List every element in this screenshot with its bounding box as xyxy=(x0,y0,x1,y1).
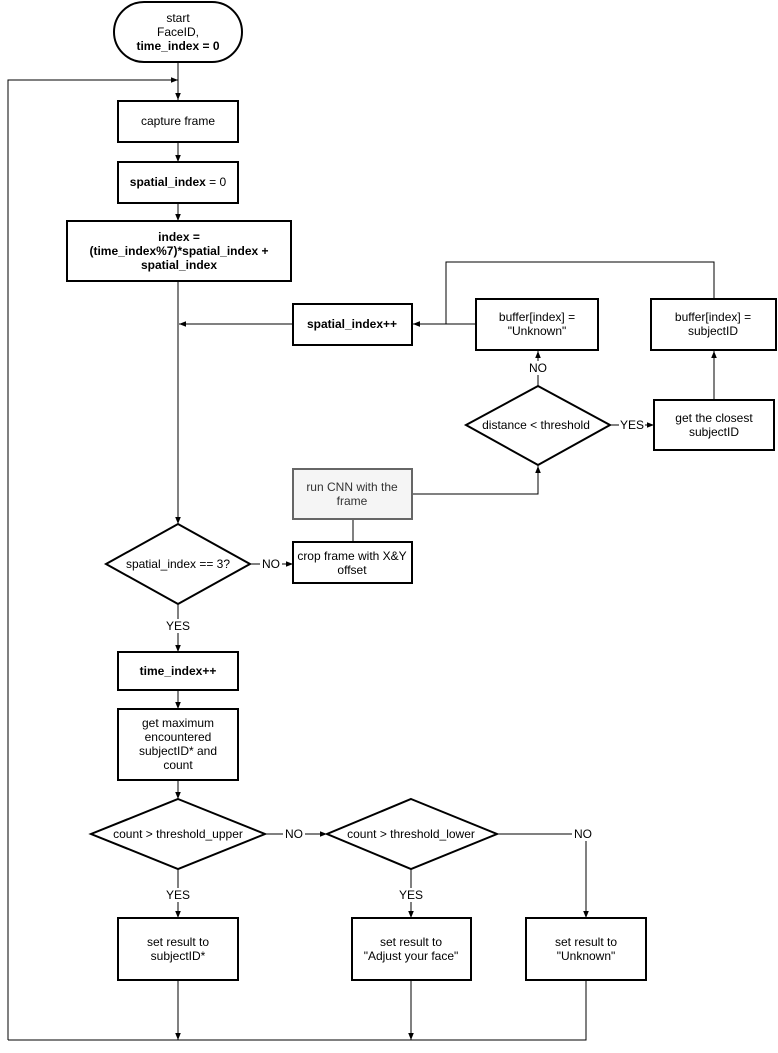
node-text-line: subjectID xyxy=(688,324,738,338)
node-text-line: subjectID* xyxy=(151,949,206,963)
node-text-line: get maximum xyxy=(142,716,214,730)
buffer-subject-text: buffer[index] =subjectID xyxy=(675,310,751,338)
node-text-line: count xyxy=(163,758,193,772)
edge-label-upper-yes-text: YES xyxy=(166,888,190,902)
index-calc-node: index =(time_index%7)*spatial_index +spa… xyxy=(66,220,292,282)
node-text-line: count > threshold_upper xyxy=(113,827,243,841)
spatial-check-decision-node: spatial_index == 3? xyxy=(103,522,253,606)
distance-decision-text: distance < threshold xyxy=(482,418,590,432)
node-text-line: encountered xyxy=(145,730,212,744)
node-text-line: spatial_index = 0 xyxy=(130,175,227,189)
edge-label-lower-yes: YES xyxy=(398,888,424,902)
node-text-line: "Adjust your face" xyxy=(364,949,459,963)
edge-label-spatial-yes: YES xyxy=(165,619,191,633)
result-unknown-node: set result to"Unknown" xyxy=(525,917,647,981)
node-text-line: frame xyxy=(337,494,368,508)
node-text-line: spatial_index == 3? xyxy=(126,557,230,571)
node-text-line: subjectID* and xyxy=(139,744,217,758)
time-index-inc-node: time_index++ xyxy=(117,651,239,691)
spatial-check-decision-text: spatial_index == 3? xyxy=(126,557,230,571)
node-text-line: (time_index%7)*spatial_index + xyxy=(89,244,268,258)
buffer-subject-node: buffer[index] =subjectID xyxy=(650,298,777,351)
node-text-line: set result to xyxy=(380,935,442,949)
node-text-line: run CNN with the xyxy=(306,480,398,494)
node-text-line: buffer[index] = xyxy=(499,310,575,324)
node-text-line: distance < threshold xyxy=(482,418,590,432)
buffer-unknown-text: buffer[index] ="Unknown" xyxy=(499,310,575,338)
edge-label-distance-no: NO xyxy=(527,361,549,375)
node-text-line: time_index++ xyxy=(140,664,217,678)
node-text-line: spatial_index xyxy=(141,258,217,272)
index-calc-text: index =(time_index%7)*spatial_index +spa… xyxy=(89,230,268,272)
node-text-line: capture frame xyxy=(141,114,215,128)
node-text-line: time_index = 0 xyxy=(136,39,219,53)
spatial-index-init-text: spatial_index = 0 xyxy=(130,175,227,189)
edge-res-unknown-bottom xyxy=(8,980,587,1041)
time-index-inc-text: time_index++ xyxy=(140,664,217,678)
spatial-index-init-node: spatial_index = 0 xyxy=(117,161,239,204)
node-text-line: buffer[index] = xyxy=(675,310,751,324)
threshold-upper-decision-text: count > threshold_upper xyxy=(113,827,243,841)
edge-label-lower-yes-text: YES xyxy=(399,888,423,902)
result-adjust-node: set result to"Adjust your face" xyxy=(351,917,472,981)
edge-label-upper-yes: YES xyxy=(165,888,191,902)
threshold-upper-decision-node: count > threshold_upper xyxy=(88,797,268,871)
edge-label-spatial-no-text: NO xyxy=(262,557,280,571)
edge-cnn-distance xyxy=(412,466,541,495)
threshold-lower-decision-text: count > threshold_lower xyxy=(347,827,475,841)
node-text-line: subjectID xyxy=(689,425,739,439)
edge-label-upper-no-text: NO xyxy=(285,827,303,841)
node-text-line: offset xyxy=(337,563,367,577)
result-adjust-text: set result to"Adjust your face" xyxy=(364,935,459,963)
spatial-index-inc-text: spatial_index++ xyxy=(307,317,397,331)
edge-label-distance-yes-text: YES xyxy=(620,418,644,432)
spatial-index-inc-node: spatial_index++ xyxy=(292,303,413,346)
edge-label-distance-no-text: NO xyxy=(529,361,547,375)
node-text-line: crop frame with X&Y xyxy=(297,549,406,563)
node-text-line: get the closest xyxy=(675,411,753,425)
edge-label-upper-no: NO xyxy=(283,827,305,841)
edge-label-spatial-yes-text: YES xyxy=(166,619,190,633)
node-text-line: set result to xyxy=(555,935,617,949)
node-text-line: spatial_index++ xyxy=(307,317,397,331)
threshold-lower-decision-node: count > threshold_lower xyxy=(324,797,500,871)
result-unknown-text: set result to"Unknown" xyxy=(555,935,617,963)
node-text-line: FaceID, xyxy=(157,25,199,39)
edge-lower-res-unknown xyxy=(497,833,589,918)
distance-decision-node: distance < threshold xyxy=(463,384,613,467)
node-text-line: index = xyxy=(158,230,200,244)
capture-frame-text: capture frame xyxy=(141,114,215,128)
node-text-line: "Unknown" xyxy=(508,324,567,338)
node-text-line: set result to xyxy=(147,935,209,949)
buffer-unknown-node: buffer[index] ="Unknown" xyxy=(475,298,599,351)
edge-label-lower-no: NO xyxy=(572,827,594,841)
edge-label-distance-yes: YES xyxy=(619,418,645,432)
node-text-line: start xyxy=(166,11,190,25)
node-text-line: "Unknown" xyxy=(557,949,616,963)
node-text-line: count > threshold_lower xyxy=(347,827,475,841)
edge-label-lower-no-text: NO xyxy=(574,827,592,841)
capture-frame-node: capture frame xyxy=(117,100,239,143)
edge-loop-back xyxy=(7,77,178,1040)
edge-label-spatial-no: NO xyxy=(260,557,282,571)
